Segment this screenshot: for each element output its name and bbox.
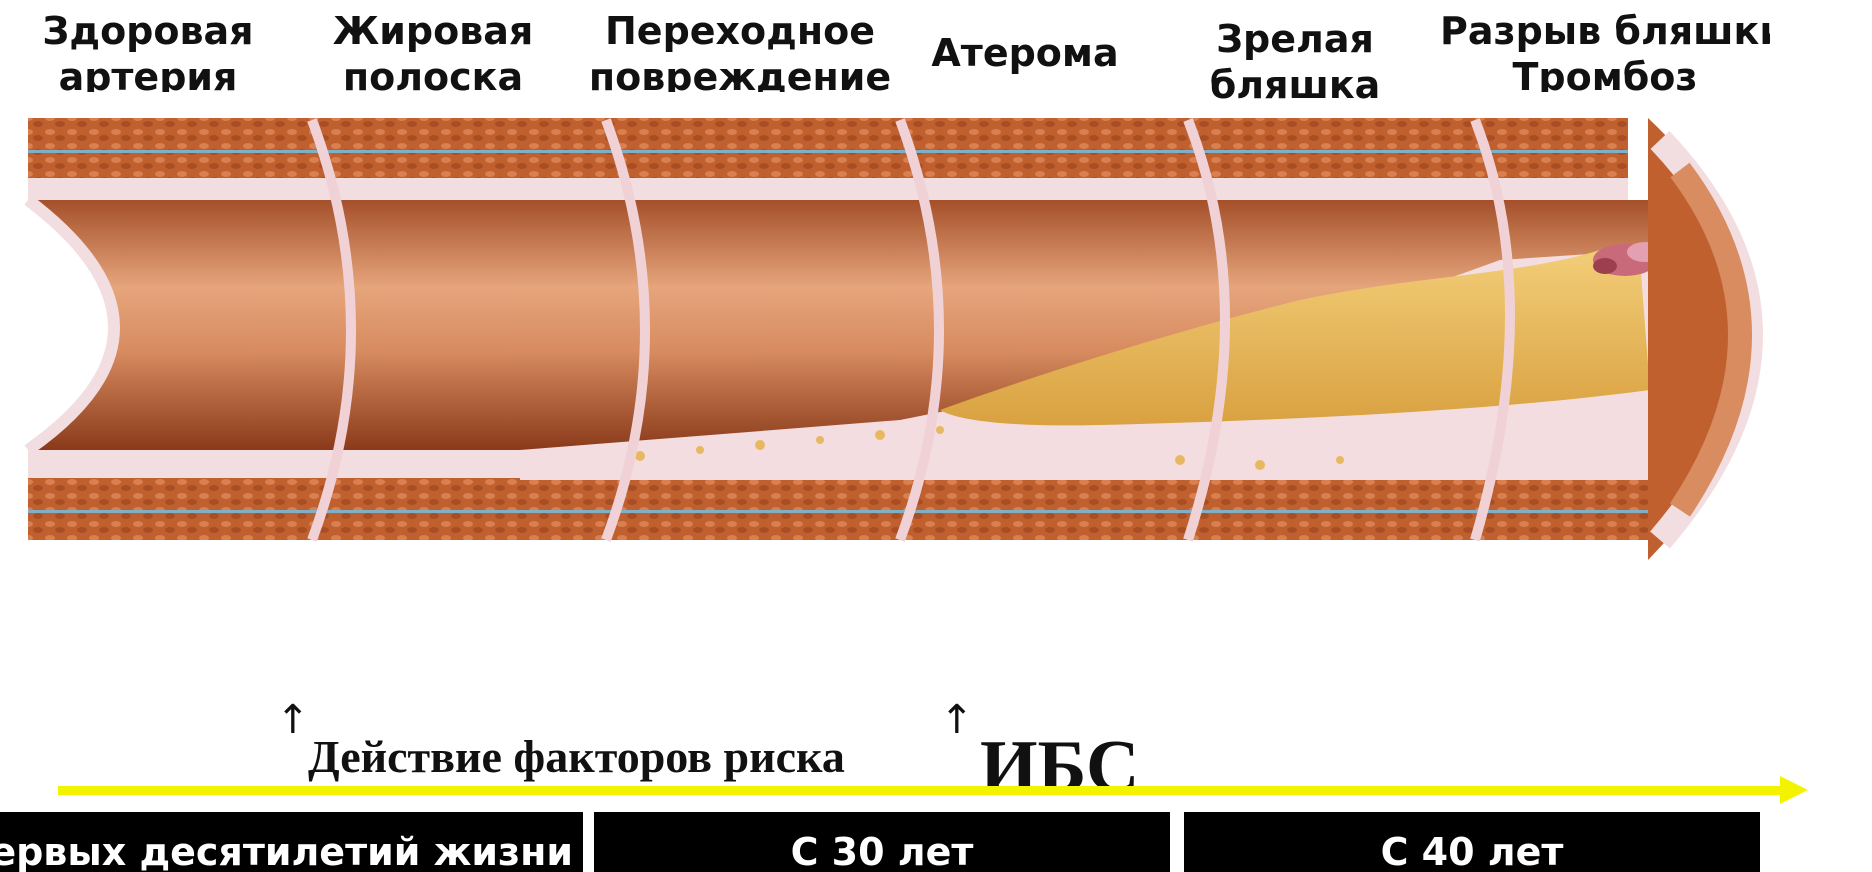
stage-label-line1: Атерома bbox=[925, 30, 1125, 76]
stage-label-line2: артерия bbox=[28, 54, 268, 92]
artery-illustration bbox=[0, 100, 1872, 680]
stage-label-healthy: Здоровая артерия bbox=[28, 8, 268, 92]
period-bar-30: С 30 лет bbox=[594, 812, 1170, 872]
period-label: С 40 лет bbox=[1184, 830, 1760, 872]
stage-label-line1: Переходное bbox=[585, 8, 895, 54]
stage-label-line2: Тромбоз bbox=[1440, 54, 1770, 92]
stage-label-line2: бляшка bbox=[1200, 62, 1390, 100]
artery-bottom-wall bbox=[28, 478, 1648, 540]
period-label: С 30 лет bbox=[594, 830, 1170, 872]
arrow-up-icon: ↑ bbox=[940, 700, 974, 740]
artery-top-wall bbox=[28, 118, 1628, 178]
stage-label-transitional: Переходное повреждение bbox=[585, 8, 895, 92]
stage-label-line2: полоска bbox=[318, 54, 548, 92]
stage-label-line1: Здоровая bbox=[28, 8, 268, 54]
stage-label-line1: Жировая bbox=[318, 8, 548, 54]
artery-top-intima bbox=[28, 178, 1628, 200]
stage-label-line1: Зрелая bbox=[1200, 16, 1390, 62]
timeline-arrow bbox=[0, 770, 1872, 810]
arrow-up-icon: ↑ bbox=[276, 700, 310, 740]
stage-label-rupture: Разрыв бляшки Тромбоз bbox=[1440, 8, 1770, 92]
period-bar-early-life: первых десятилетий жизни bbox=[0, 812, 583, 872]
stage-label-line2: повреждение bbox=[585, 54, 895, 92]
stage-label-fatty-streak: Жировая полоска bbox=[318, 8, 548, 92]
period-label: первых десятилетий жизни bbox=[0, 830, 573, 872]
stage-label-mature-plaque: Зрелая бляшка bbox=[1200, 16, 1390, 100]
stage-label-line1: Разрыв бляшки bbox=[1440, 8, 1770, 54]
period-bar-40: С 40 лет bbox=[1184, 812, 1760, 872]
